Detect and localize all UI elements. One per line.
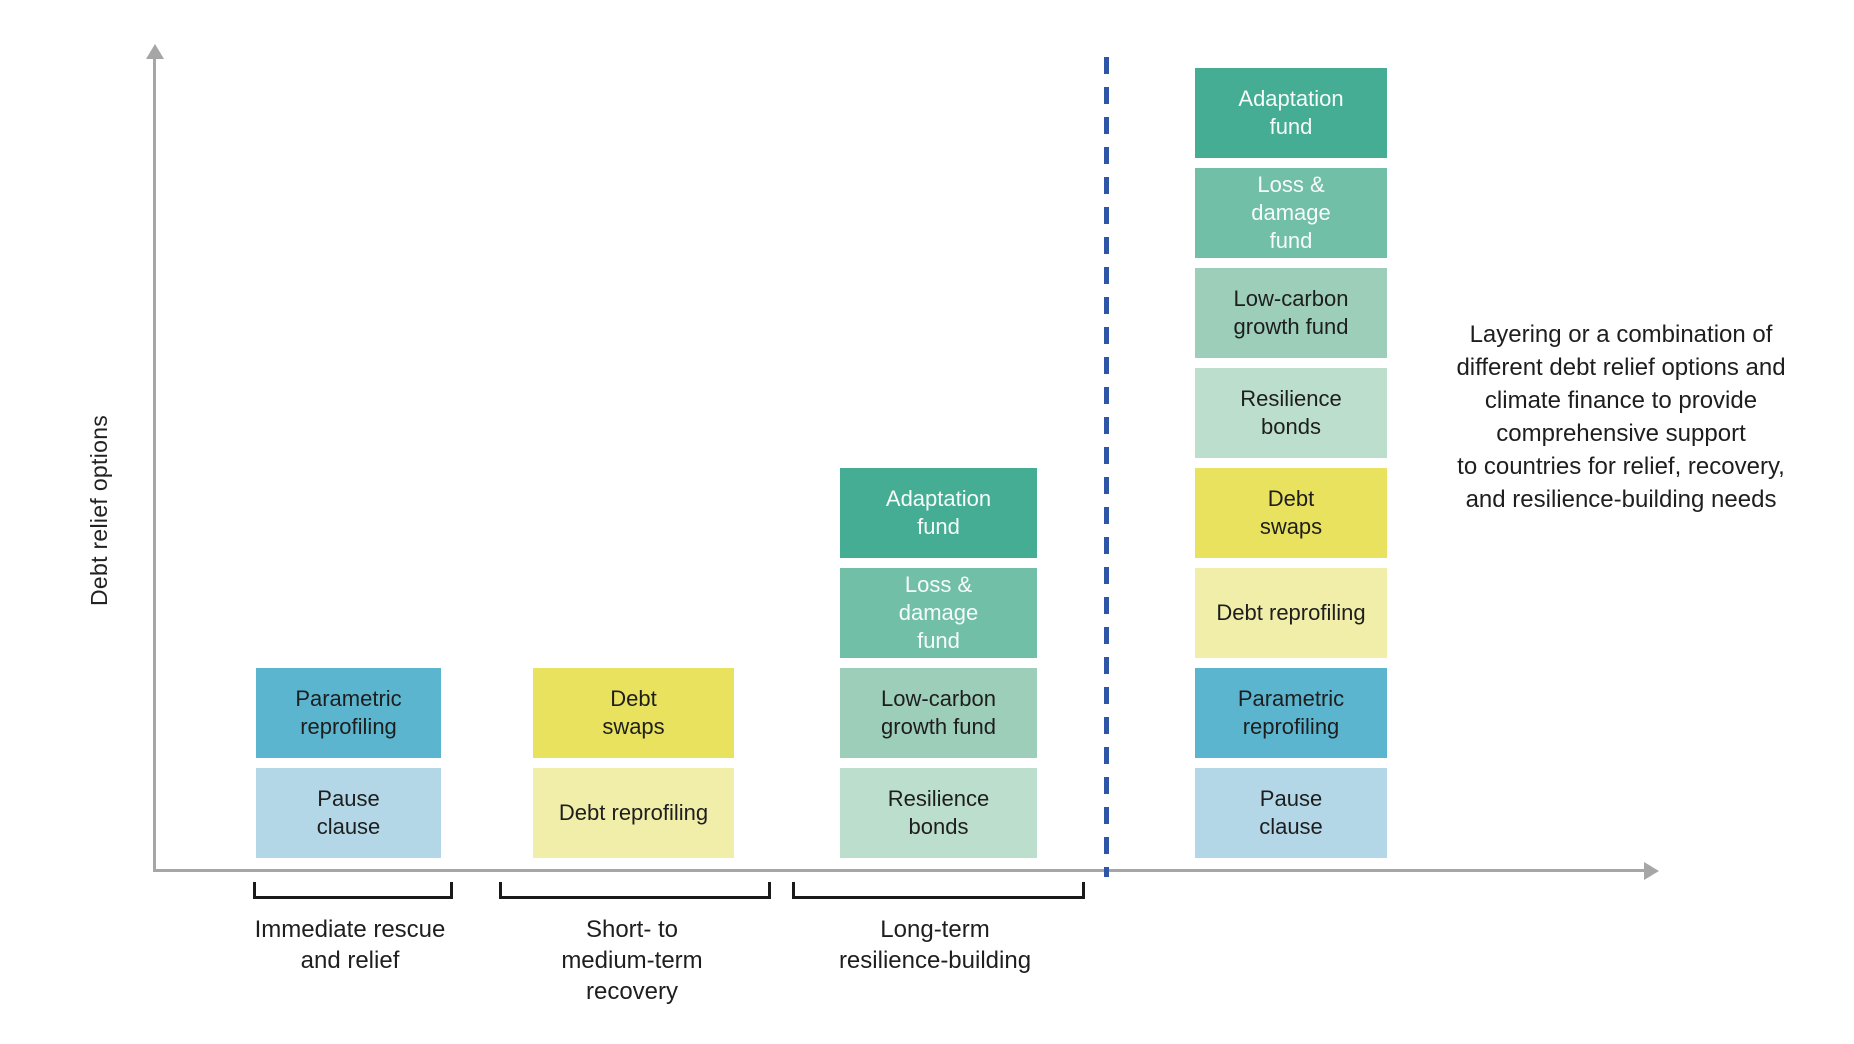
option-box-resilience-bonds: Resilience bonds [840,768,1037,858]
x-axis-arrow-icon [1644,862,1659,880]
option-box-parametric-reprofiling: Parametric reprofiling [1195,668,1387,758]
y-axis-line [153,58,156,872]
option-box-resilience-bonds: Resilience bonds [1195,368,1387,458]
option-box-loss-damage-fund: Loss & damage fund [840,568,1037,658]
phase-bracket-short-medium [499,882,771,899]
phase-label-long-term: Long-term resilience-building [838,916,1032,974]
option-box-debt-swaps: Debt swaps [1195,468,1387,558]
layering-annotation: Layering or a combination of different d… [1456,321,1786,513]
option-box-low-carbon-growth-fund: Low-carbon growth fund [840,668,1037,758]
y-axis-title: Debt relief options [86,414,112,606]
stack-short-medium-term: Debt swaps Debt reprofiling [533,668,734,858]
stack-immediate-rescue: Parametric reprofiling Pause clause [256,668,441,858]
option-box-low-carbon-growth-fund: Low-carbon growth fund [1195,268,1387,358]
phase-bracket-immediate [253,882,453,899]
option-box-debt-reprofiling: Debt reprofiling [533,768,734,858]
phase-label-short-medium: Short- to medium-term recovery [561,916,703,1005]
stack-long-term: Adaptation fund Loss & damage fund Low-c… [840,468,1037,858]
x-axis-line [153,869,1645,872]
option-box-pause-clause: Pause clause [1195,768,1387,858]
option-box-debt-swaps: Debt swaps [533,668,734,758]
option-box-parametric-reprofiling: Parametric reprofiling [256,668,441,758]
dashed-divider-line [1104,57,1109,877]
option-box-pause-clause: Pause clause [256,768,441,858]
option-box-loss-damage-fund: Loss & damage fund [1195,168,1387,258]
phase-label-immediate: Immediate rescue and relief [254,916,446,974]
option-box-debt-reprofiling: Debt reprofiling [1195,568,1387,658]
phase-bracket-long-term [792,882,1085,899]
option-box-adaptation-fund: Adaptation fund [840,468,1037,558]
y-axis-arrow-icon [146,44,164,59]
option-box-adaptation-fund: Adaptation fund [1195,68,1387,158]
stack-combined-layering: Adaptation fund Loss & damage fund Low-c… [1195,68,1387,858]
